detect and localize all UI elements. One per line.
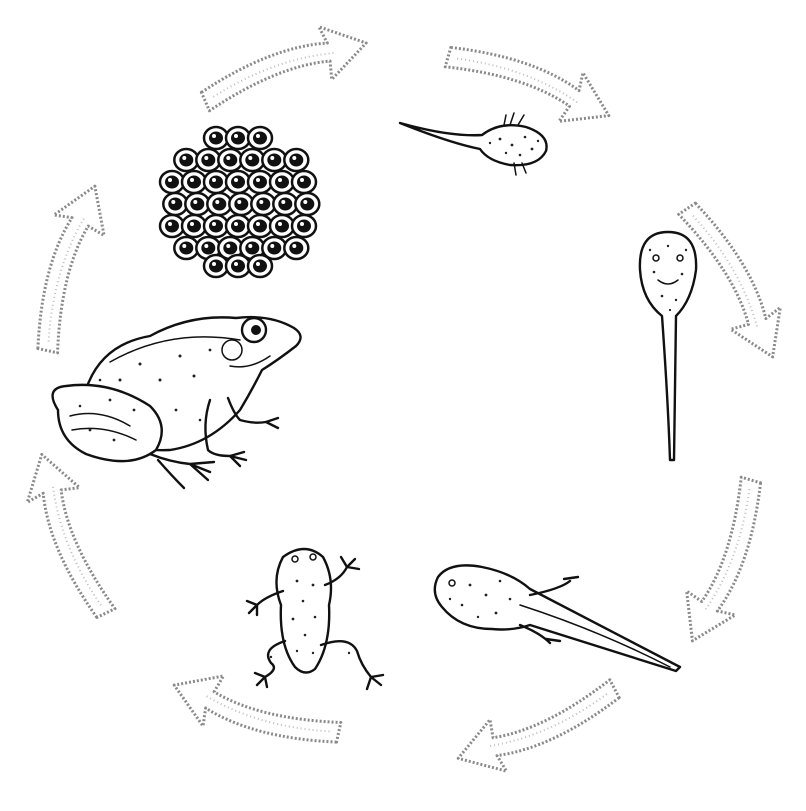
- arrow-legged-tadpole-to-froglet: [165, 662, 345, 767]
- arrow-eggs-to-hatchling: [193, 14, 373, 119]
- arrow-top-right: [440, 23, 620, 138]
- arrow-tadpole-to-legged-tadpole: [670, 472, 785, 652]
- egg: [295, 193, 319, 215]
- egg: [240, 149, 264, 171]
- egg: [182, 171, 206, 193]
- egg: [292, 171, 316, 193]
- egg: [160, 215, 184, 237]
- egg: [163, 193, 187, 215]
- egg: [270, 171, 294, 193]
- arrow-bottom-right: [449, 672, 629, 787]
- egg: [182, 215, 206, 237]
- egg: [284, 237, 308, 259]
- egg: [204, 215, 228, 237]
- egg: [174, 237, 198, 259]
- egg: [196, 149, 220, 171]
- arrow-left-middle: [13, 177, 118, 357]
- egg: [248, 127, 272, 149]
- adult-frog-icon: [53, 317, 301, 488]
- egg: [284, 149, 308, 171]
- egg: [229, 193, 253, 215]
- hatchling-tadpole-icon: [400, 113, 547, 175]
- egg: [248, 171, 272, 193]
- tadpole-with-legs-icon: [435, 565, 680, 671]
- egg: [251, 193, 275, 215]
- arrow-froglet-to-frog: [14, 446, 124, 626]
- egg: [262, 149, 286, 171]
- egg: [270, 215, 294, 237]
- egg: [248, 255, 272, 277]
- tadpole-icon: [640, 232, 696, 460]
- egg: [207, 193, 231, 215]
- egg: [226, 215, 250, 237]
- egg: [226, 127, 250, 149]
- egg: [160, 171, 184, 193]
- egg: [204, 255, 228, 277]
- egg: [204, 127, 228, 149]
- egg: [226, 171, 250, 193]
- egg: [174, 149, 198, 171]
- egg: [273, 193, 297, 215]
- egg: [226, 255, 250, 277]
- froglet-icon: [247, 549, 383, 689]
- frog-eggs-icon: [160, 127, 319, 277]
- egg: [218, 149, 242, 171]
- egg: [204, 171, 228, 193]
- egg: [185, 193, 209, 215]
- egg: [292, 215, 316, 237]
- egg: [248, 215, 272, 237]
